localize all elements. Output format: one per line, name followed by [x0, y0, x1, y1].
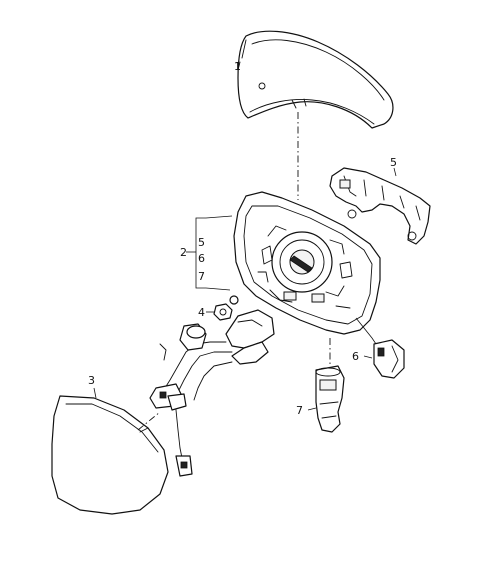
callout-2: 2: [180, 246, 187, 259]
bracket-part-5: 5: [329, 156, 431, 245]
callout-6-left: 6: [198, 252, 205, 265]
callout-5-left: 5: [198, 236, 205, 249]
cable-harness-part: [149, 323, 233, 477]
nut-part-4: 4: [198, 295, 239, 321]
motor-part-7: 7: [296, 338, 345, 433]
mirror-housing-part: [233, 191, 381, 335]
connector-part-6: 6: [352, 317, 405, 379]
callout-5-top: 5: [390, 156, 397, 169]
callout-7-bottom: 7: [296, 404, 303, 417]
callout-1: 1: [234, 60, 241, 73]
callout-7-left: 7: [198, 270, 205, 283]
callout-6-right: 6: [352, 350, 359, 363]
callout-4: 4: [198, 306, 205, 319]
mounting-arm-part: [225, 309, 275, 365]
mirror-glass-part-3: 3: [51, 374, 169, 515]
callout-brace-group: 5 6 7 2: [180, 215, 233, 291]
mirror-cover-part: 1: [234, 30, 394, 129]
callout-3: 3: [88, 374, 95, 387]
